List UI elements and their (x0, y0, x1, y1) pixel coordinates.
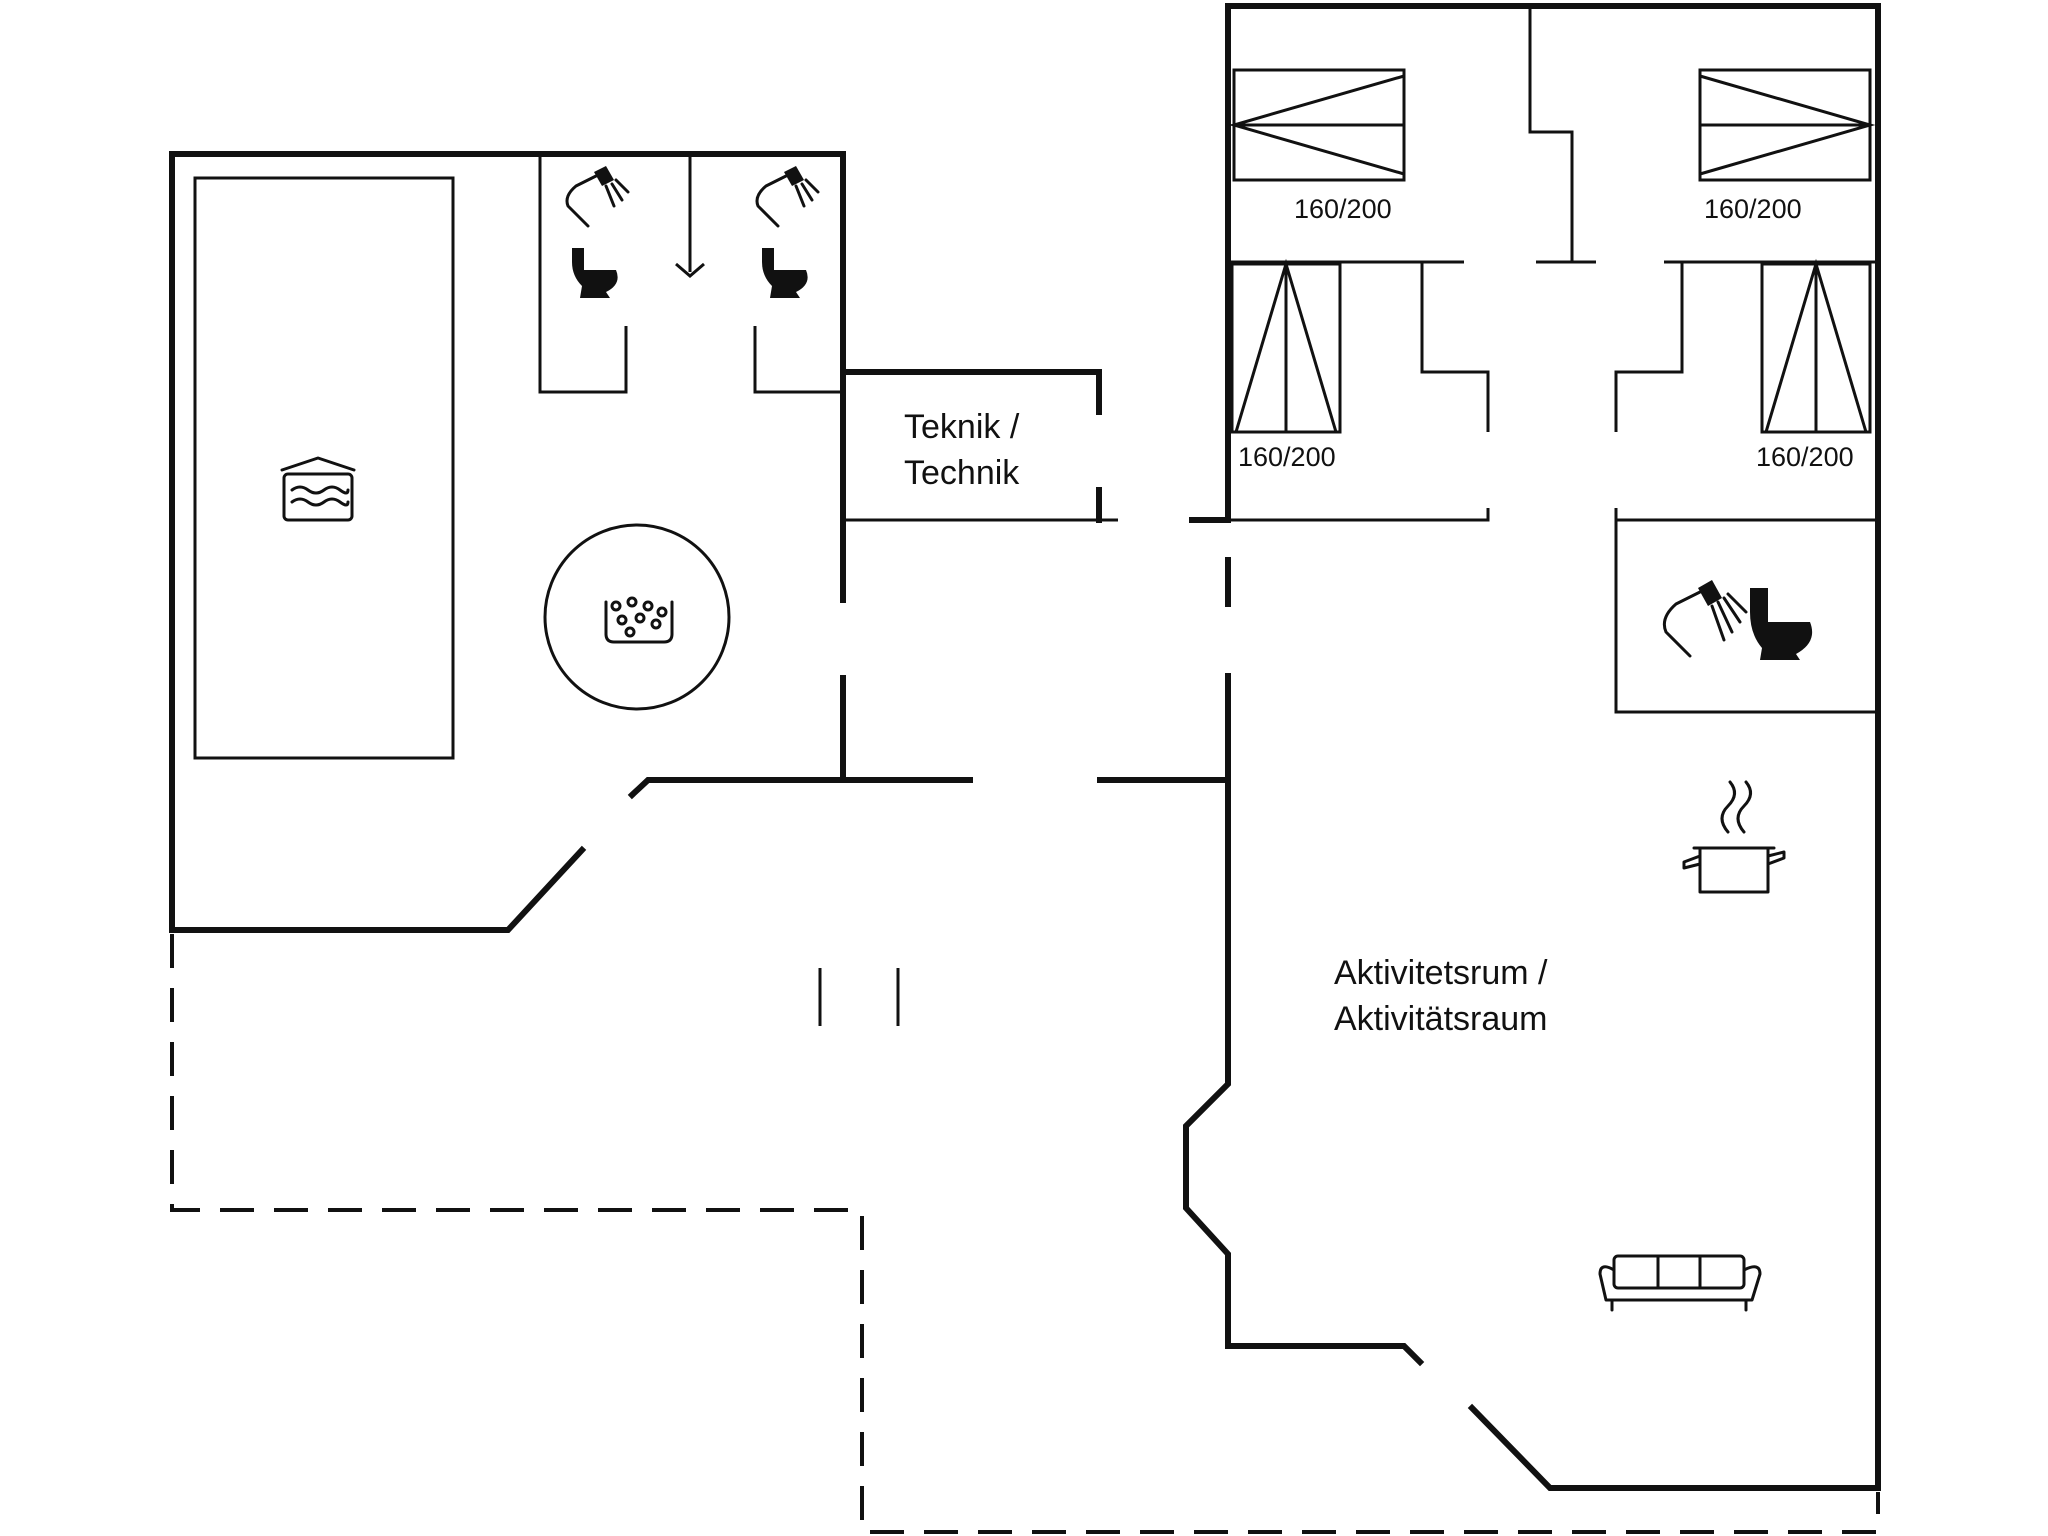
steps (818, 968, 900, 1026)
bed-size-label: 160/200 (1294, 194, 1392, 224)
sofa-icon (1598, 1254, 1762, 1312)
shower-icon (755, 166, 820, 228)
bed-top-left (1228, 68, 1406, 182)
left-wing-walls (169, 151, 973, 933)
bed-size-label: 160/200 (1704, 194, 1802, 224)
aktivitet-label-line2: Aktivitätsraum (1334, 1000, 1548, 1038)
aktivitet-label-line1: Aktivitetsrum / (1334, 954, 1548, 992)
shower-icon (565, 166, 630, 228)
shower-icon (1662, 580, 1748, 658)
swimming-pool (193, 176, 455, 760)
toilet-icon (1750, 588, 1813, 660)
bed-top-right (1698, 68, 1876, 182)
technik-label-line2: Technik (904, 454, 1020, 492)
bed-size-label: 160/200 (1756, 442, 1854, 472)
whirlpool-icon (604, 596, 674, 644)
whirlpool (543, 523, 731, 711)
bed-mid-left (1230, 258, 1342, 434)
toilet-icon (762, 248, 808, 298)
pool-icon (280, 456, 356, 522)
toilet-icon (572, 248, 618, 298)
technik-room-walls (840, 369, 1231, 523)
right-wing-walls (1097, 3, 1881, 1491)
terrace-outline (170, 934, 1880, 1534)
bed-size-label: 160/200 (1238, 442, 1336, 472)
technik-label-line1: Teknik / (904, 408, 1020, 446)
cooking-pot-icon (1682, 780, 1786, 894)
bed-mid-right (1760, 258, 1872, 434)
